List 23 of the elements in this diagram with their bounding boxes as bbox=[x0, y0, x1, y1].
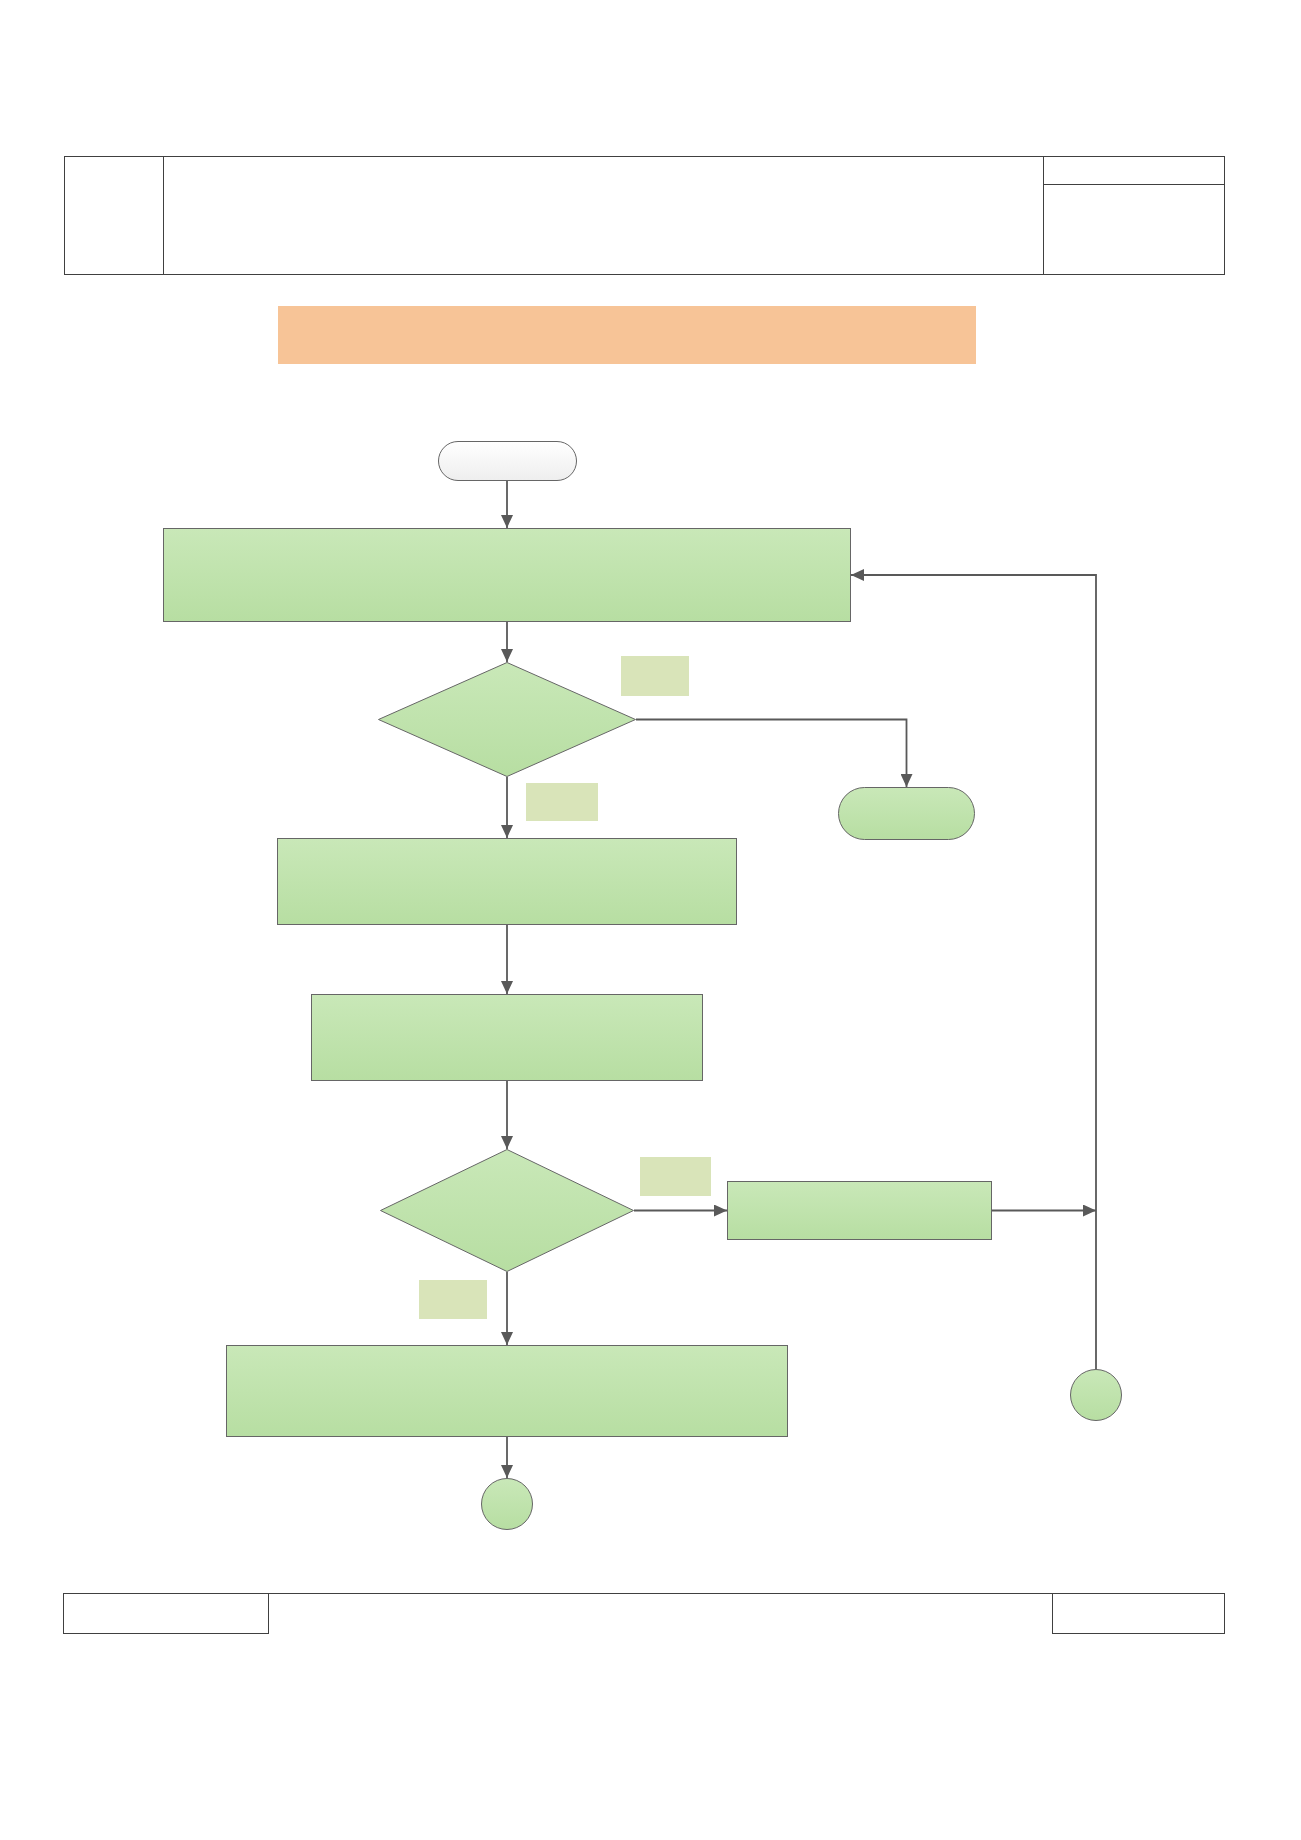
arrow bbox=[501, 1080, 513, 1150]
process-box bbox=[163, 528, 851, 622]
process-box bbox=[277, 838, 737, 925]
arrow bbox=[501, 1271, 513, 1346]
title-banner bbox=[278, 306, 976, 364]
decision-diamond bbox=[378, 662, 636, 777]
connector-circle bbox=[1070, 1369, 1122, 1421]
terminator-shape bbox=[437, 441, 577, 481]
arrow bbox=[633, 1204, 728, 1217]
terminator-shape bbox=[838, 787, 975, 840]
arrow bbox=[850, 569, 1097, 1370]
arrow bbox=[501, 776, 513, 839]
arrow bbox=[501, 480, 513, 529]
arrow bbox=[501, 621, 513, 663]
process-box bbox=[226, 1345, 788, 1437]
arrow bbox=[501, 924, 513, 995]
process-box bbox=[727, 1181, 992, 1240]
connector-circle bbox=[481, 1478, 533, 1530]
process-box bbox=[311, 994, 703, 1081]
arrow bbox=[635, 718, 913, 788]
arrow bbox=[501, 1436, 513, 1479]
decision-diamond bbox=[380, 1149, 634, 1272]
arrow bbox=[991, 1204, 1097, 1217]
